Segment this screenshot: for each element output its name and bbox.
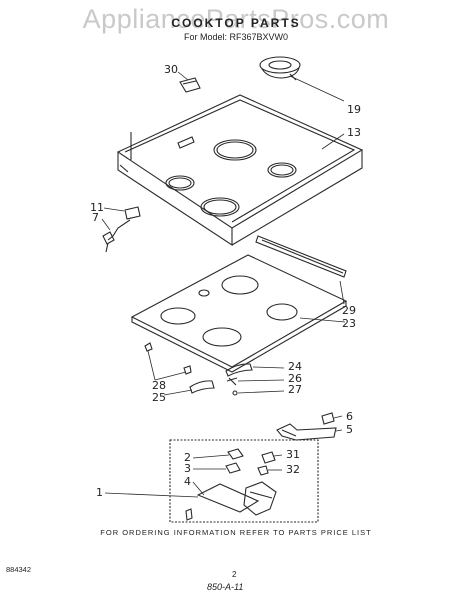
- callout-24: 24: [288, 360, 302, 373]
- callout-30: 30: [164, 63, 178, 76]
- callout-26: 26: [288, 372, 302, 385]
- callout-29: 29: [342, 304, 356, 317]
- callout-6: 6: [346, 410, 353, 423]
- leader-lines: [102, 72, 345, 497]
- callout-27: 27: [288, 383, 302, 396]
- ordering-footer: FOR ORDERING INFORMATION REFER TO PARTS …: [100, 528, 372, 537]
- callout-31: 31: [286, 448, 300, 461]
- part-27-screw: [233, 391, 237, 395]
- part-26-clip: [227, 378, 237, 385]
- callout-28: 28: [152, 379, 166, 392]
- part-19-surface-element: [260, 57, 300, 80]
- part-25-bracket: [190, 381, 214, 393]
- callout-7: 7: [92, 211, 99, 224]
- callout-23: 23: [342, 317, 356, 330]
- callout-19: 19: [347, 103, 361, 116]
- part-6-pad: [322, 413, 334, 424]
- part-11-7-receptacle: [103, 207, 140, 252]
- part-30-pad: [180, 78, 200, 92]
- callout-5: 5: [346, 423, 353, 436]
- model-label: For Model: RF367BXVW0: [183, 32, 289, 42]
- callout-25: 25: [152, 391, 166, 404]
- page-title: COOKTOP PARTS: [171, 16, 301, 30]
- document-number: 884342: [6, 565, 32, 574]
- callout-4: 4: [184, 475, 191, 488]
- part-1-assembly-box: [170, 440, 318, 522]
- part-24-bracket: [226, 364, 252, 376]
- part-29-trim: [256, 236, 346, 277]
- callout-32: 32: [286, 463, 300, 476]
- page-number: 2: [232, 570, 237, 579]
- part-13-cooktop: [118, 95, 362, 245]
- sheet-code: 850-A-11: [207, 582, 244, 592]
- callout-13: 13: [347, 126, 361, 139]
- watermark: AppliancePartsPros.com: [82, 4, 390, 34]
- callout-2: 2: [184, 451, 191, 464]
- callout-11: 11: [90, 201, 104, 214]
- callout-1: 1: [96, 486, 103, 499]
- part-23-burner-box: [132, 255, 346, 372]
- part-5-bracket: [277, 424, 336, 440]
- callout-3: 3: [184, 462, 191, 475]
